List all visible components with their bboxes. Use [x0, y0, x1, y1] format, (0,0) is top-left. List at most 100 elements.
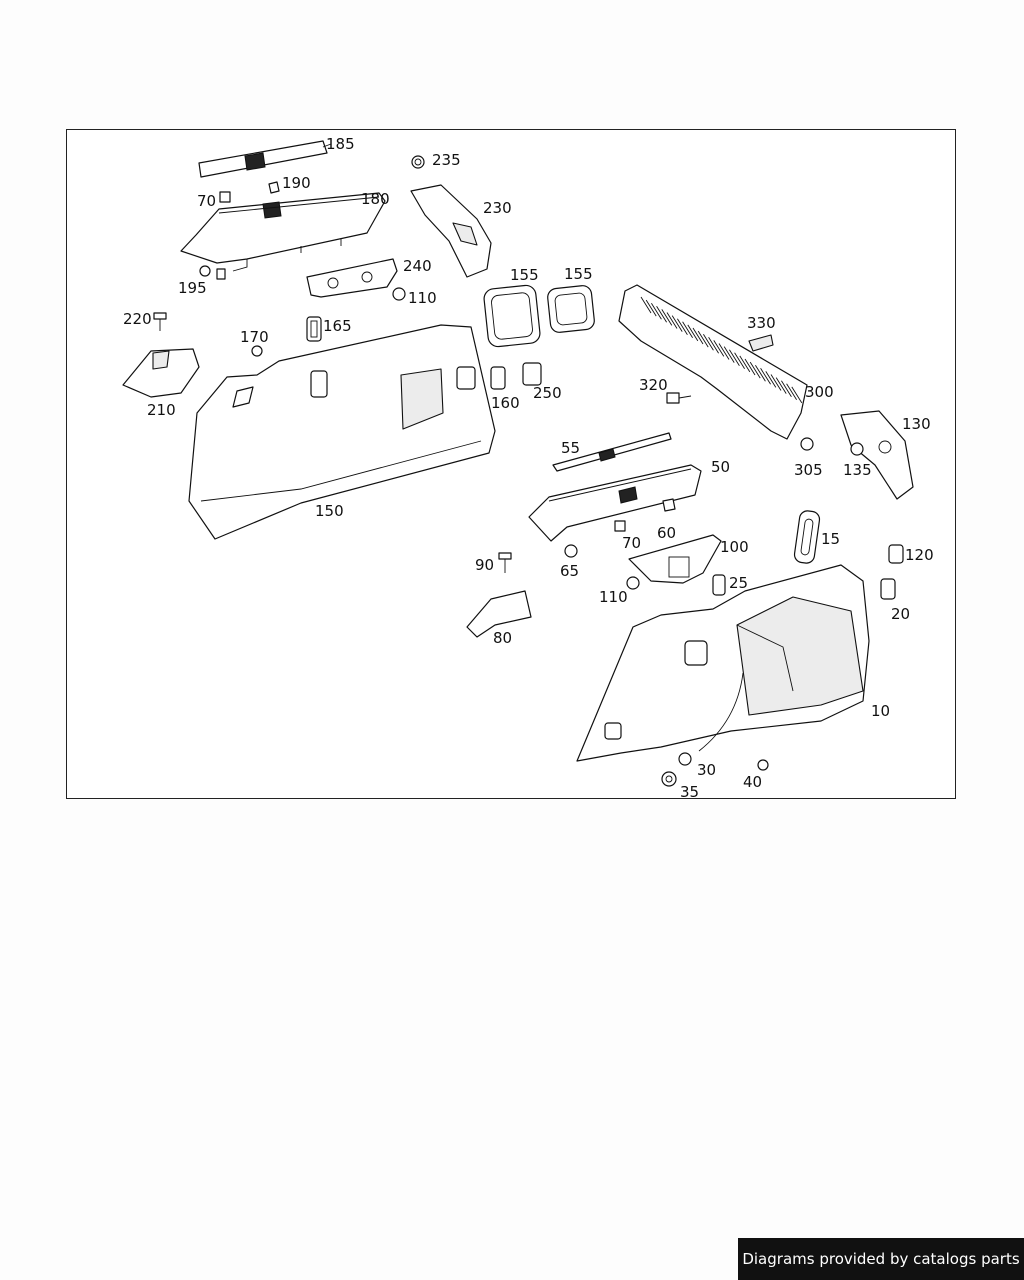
sill-rib: [760, 368, 771, 385]
part-110-clip-upper: [392, 287, 406, 301]
part-40-clip: [757, 759, 769, 771]
credit-banner: Diagrams provided by catalogs parts: [738, 1238, 1024, 1280]
part-190-clip: [268, 181, 280, 194]
callout-65: 65: [560, 562, 579, 580]
part-30-fastener: [678, 752, 692, 766]
callout-135: 135: [843, 461, 872, 479]
sill-rib: [723, 346, 735, 363]
callout-70: 70: [197, 192, 216, 210]
callout-250: 250: [533, 384, 562, 402]
part-155-frame-left: [483, 284, 541, 348]
part-25-clip: [712, 574, 726, 596]
part-50-top-cover: [528, 464, 702, 542]
sill-rib: [671, 315, 683, 332]
part-180-shelf-panel: [180, 192, 386, 272]
sill-rib: [677, 318, 688, 335]
sill-rib: [765, 371, 777, 388]
callout-210: 210: [147, 401, 176, 419]
sill-rib: [775, 377, 787, 394]
part-15-handle: [793, 510, 821, 564]
sill-rib: [682, 321, 693, 339]
part-100-latch-bracket: [628, 534, 722, 584]
callout-110: 110: [599, 588, 628, 606]
part-120-clip: [888, 544, 904, 564]
callout-15: 15: [821, 530, 840, 548]
callout-55: 55: [561, 439, 580, 457]
callout-230: 230: [483, 199, 512, 217]
callout-155: 155: [510, 266, 539, 284]
sill-rib: [749, 361, 761, 379]
part-230-pillar-cover: [410, 184, 492, 278]
part-35-nut: [661, 771, 677, 787]
callout-165: 165: [323, 317, 352, 335]
part-150-side-trim-panel: [188, 324, 496, 540]
callout-120: 120: [905, 546, 934, 564]
sill-rib: [692, 327, 704, 345]
part-55-strip: [552, 432, 672, 472]
callout-90: 90: [475, 556, 494, 574]
part-250-clip: [522, 362, 542, 386]
callout-170: 170: [240, 328, 269, 346]
part-70-clip-lower: [614, 520, 626, 532]
sill-rib: [739, 355, 751, 373]
sill-rib: [786, 383, 797, 401]
sill-rib: [713, 340, 725, 357]
sill-rib: [770, 374, 782, 391]
callout-70: 70: [622, 534, 641, 552]
sill-rib: [666, 312, 678, 329]
callout-330: 330: [747, 314, 776, 332]
callout-20: 20: [891, 605, 910, 623]
callout-155: 155: [564, 265, 593, 283]
sill-rib: [791, 386, 803, 404]
part-135-clip: [850, 442, 864, 456]
sill-rib: [734, 352, 745, 370]
part-195-clip: [199, 265, 226, 280]
part-155-frame-right: [547, 285, 595, 333]
parts-diagram: 185 235 70 190 180 230 240 195 110 155 1…: [122, 135, 934, 798]
callout-235: 235: [432, 151, 461, 169]
sill-rib: [656, 306, 667, 323]
callout-40: 40: [743, 773, 762, 791]
sill-rib: [744, 358, 756, 376]
part-220-screw: [153, 312, 167, 331]
callout-320: 320: [639, 376, 668, 394]
callout-25: 25: [729, 574, 748, 592]
callout-10: 10: [871, 702, 890, 720]
part-70-clip: [219, 191, 231, 203]
sill-rib: [718, 343, 730, 360]
part-305-clip: [800, 437, 814, 451]
callout-240: 240: [403, 257, 432, 275]
part-210-side-cover: [122, 348, 200, 398]
sill-rib: [687, 324, 699, 342]
part-65-clip: [564, 544, 578, 558]
sill-rib: [708, 337, 719, 354]
sill-rib: [661, 309, 673, 326]
callout-150: 150: [315, 502, 344, 520]
callout-60: 60: [657, 524, 676, 542]
callout-50: 50: [711, 458, 730, 476]
callout-100: 100: [720, 538, 749, 556]
part-235-clip: [411, 155, 425, 169]
sill-rib: [640, 296, 652, 314]
part-160-clip: [490, 366, 506, 390]
part-240-bracket: [306, 258, 398, 298]
part-20-clip: [880, 578, 896, 600]
callout-220: 220: [123, 310, 152, 328]
callout-35: 35: [680, 783, 699, 798]
part-90-screw: [498, 552, 512, 573]
parts-diagram-frame: 185 235 70 190 180 230 240 195 110 155 1…: [66, 129, 956, 799]
part-10-rear-side-trim: [576, 564, 870, 762]
part-80-cover: [466, 590, 532, 638]
callout-190: 190: [282, 174, 311, 192]
callout-80: 80: [493, 629, 512, 647]
sill-rib: [781, 380, 792, 397]
callout-195: 195: [178, 279, 207, 297]
part-320-screw: [666, 392, 692, 404]
part-60-clip: [662, 498, 676, 512]
sill-rib: [729, 349, 740, 366]
sill-rib: [755, 364, 766, 382]
part-185-trim-strip: [198, 140, 332, 178]
sill-rib: [697, 330, 709, 348]
sill-rib: [645, 299, 657, 317]
callout-160: 160: [491, 394, 520, 412]
